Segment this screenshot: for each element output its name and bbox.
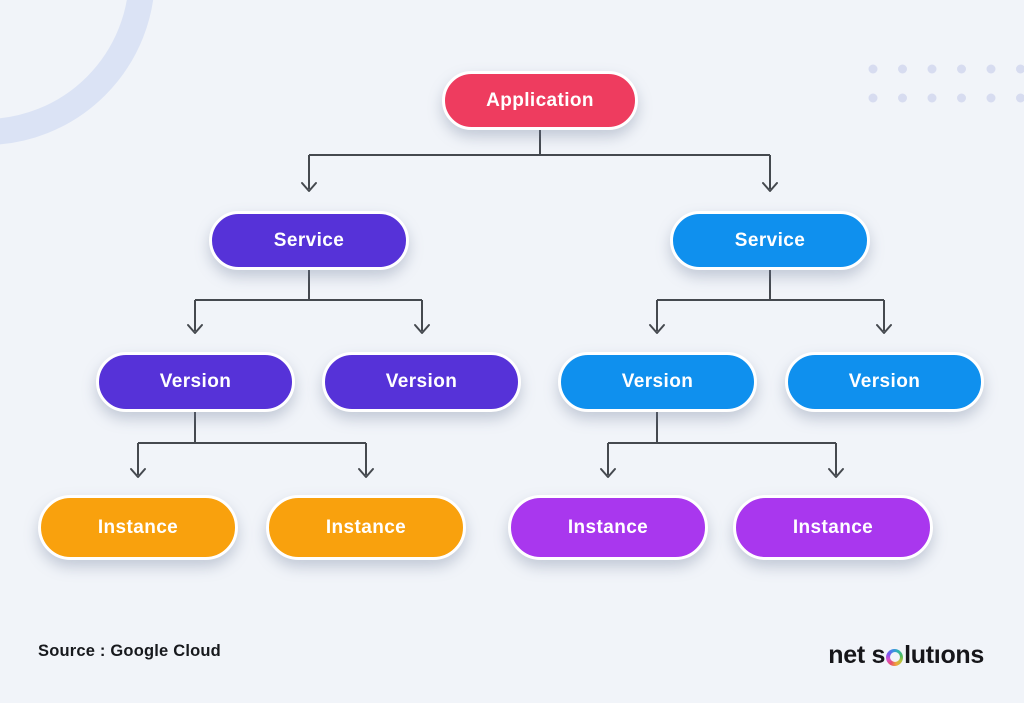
node-label: Instance bbox=[325, 516, 407, 538]
node-label: Instance bbox=[97, 516, 179, 538]
node-instance-2: Instance bbox=[266, 495, 466, 560]
node-application: Application bbox=[442, 71, 638, 130]
logo-text-right: lutıons bbox=[904, 640, 984, 669]
node-label: Version bbox=[159, 371, 232, 392]
brand-logo: net s lutıons bbox=[828, 641, 984, 669]
node-label: Service bbox=[734, 229, 806, 251]
node-label: Version bbox=[848, 371, 921, 392]
logo-text-left: net s bbox=[828, 640, 886, 669]
source-caption: Source : Google Cloud bbox=[38, 642, 221, 660]
node-version-4: Version bbox=[785, 352, 984, 412]
node-version-2: Version bbox=[322, 352, 521, 412]
node-label: Instance bbox=[567, 516, 649, 538]
node-instance-1: Instance bbox=[38, 495, 238, 560]
logo-o-ring-icon bbox=[886, 648, 904, 666]
node-label: Application bbox=[486, 89, 594, 111]
node-label: Instance bbox=[792, 516, 874, 538]
node-label: Version bbox=[621, 371, 694, 392]
node-service-right: Service bbox=[670, 211, 870, 270]
node-instance-3: Instance bbox=[508, 495, 708, 560]
node-instance-4: Instance bbox=[733, 495, 933, 560]
node-version-1: Version bbox=[96, 352, 295, 412]
node-service-left: Service bbox=[209, 211, 409, 270]
node-label: Service bbox=[273, 229, 345, 251]
node-version-3: Version bbox=[558, 352, 757, 412]
node-label: Version bbox=[385, 371, 458, 392]
